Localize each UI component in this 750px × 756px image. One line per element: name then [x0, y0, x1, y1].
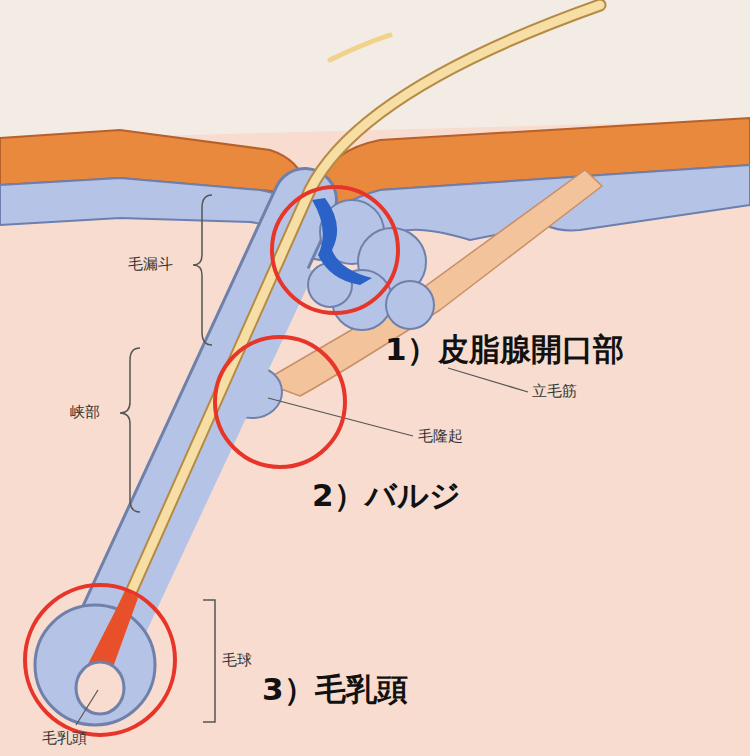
- hair-matrix: [86, 590, 138, 670]
- highlight-circle: [25, 585, 175, 735]
- callout-label: 2）バルジ: [312, 478, 461, 512]
- part-name: 立毛筋: [532, 383, 577, 400]
- part-name: 毛乳頭: [42, 730, 87, 747]
- leader-line: [448, 368, 528, 392]
- part-name: 毛隆起: [418, 428, 463, 445]
- brace: [193, 195, 212, 345]
- callout-label: 3）毛乳頭: [262, 672, 408, 706]
- leader-line: [76, 690, 98, 725]
- callout-label: 1）皮脂腺開口部: [385, 332, 624, 366]
- hair-fragment: [330, 35, 390, 60]
- part-name: 峡部: [70, 404, 100, 421]
- part-name: 毛球: [222, 652, 252, 669]
- highlight-circle: [215, 337, 345, 467]
- hair-bulb: [35, 605, 155, 725]
- highlight-circle: [272, 187, 398, 313]
- bracket: [203, 600, 215, 722]
- part-name: 毛漏斗: [128, 256, 173, 273]
- dermal-papilla: [76, 662, 124, 714]
- brace: [120, 348, 140, 512]
- gland-duct: [312, 198, 372, 285]
